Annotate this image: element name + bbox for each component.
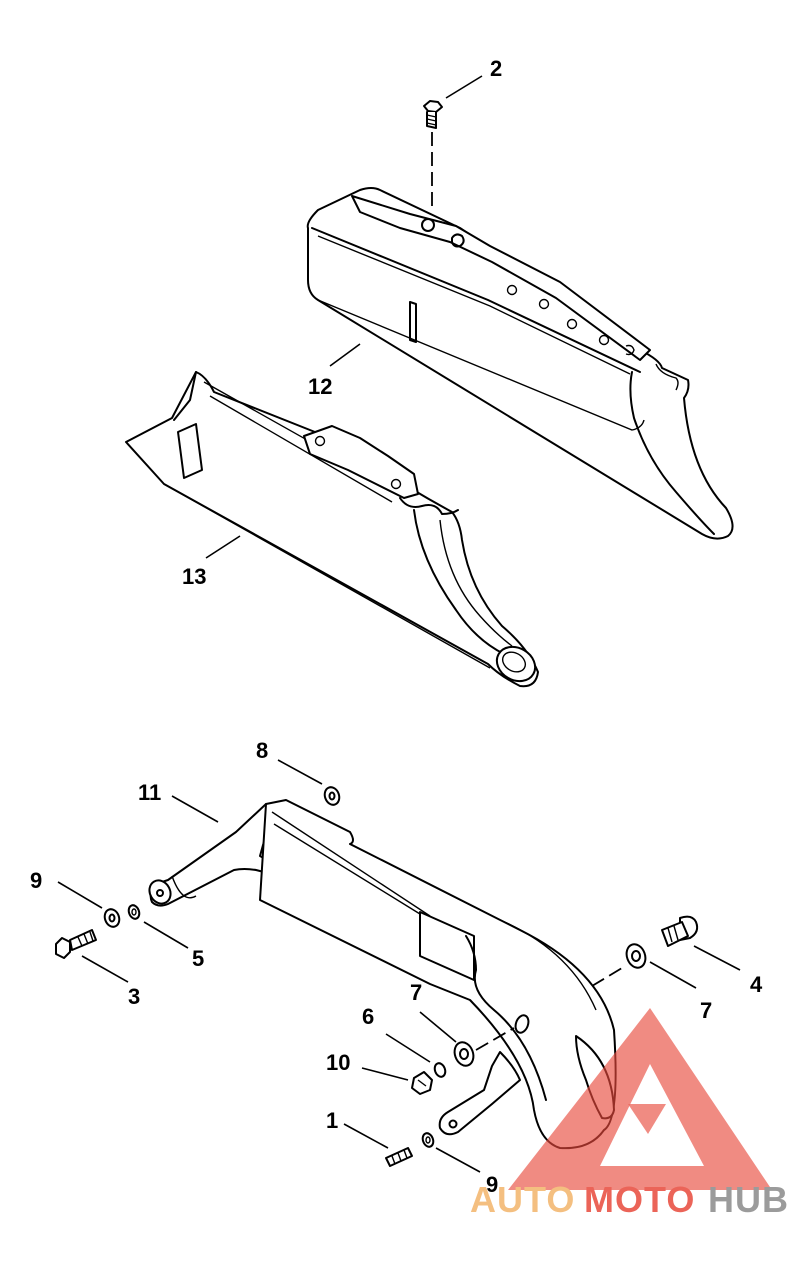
callout-labels: 2 12 13 8 11 9 5 3 4 7 7 6 10 1 9 — [30, 56, 763, 1197]
washer-part-9-bottom — [421, 1132, 435, 1148]
upper-guard-part-12 — [306, 187, 734, 540]
leader-lines — [57, 75, 741, 1173]
callout-6: 6 — [362, 1004, 374, 1029]
washer-part-8 — [323, 786, 341, 806]
washer-part-6 — [433, 1062, 447, 1078]
bolt-part-2 — [423, 100, 443, 212]
automotohub-watermark: AUTO MOTO HUB — [470, 1008, 789, 1220]
callout-3: 3 — [128, 984, 140, 1009]
callout-2: 2 — [490, 56, 502, 81]
callout-13: 13 — [182, 564, 206, 589]
callout-7-left: 7 — [410, 980, 422, 1005]
bolt-part-3 — [55, 929, 97, 959]
washer-part-9-left — [103, 908, 121, 928]
callout-5: 5 — [192, 946, 204, 971]
acorn-nut-part-10 — [411, 1071, 433, 1095]
lower-guard-part-13 — [125, 371, 539, 688]
watermark-text-auto: AUTO — [470, 1179, 575, 1220]
callout-12: 12 — [308, 374, 332, 399]
bracket-part-11 — [148, 799, 617, 1150]
lockwasher-part-5 — [127, 904, 141, 920]
spacer-part-7-left — [453, 1027, 515, 1067]
bolt-part-4 — [661, 915, 699, 947]
watermark-text-moto: MOTO — [584, 1179, 695, 1220]
spacer-part-7-right — [591, 943, 647, 987]
callout-1: 1 — [326, 1108, 338, 1133]
callout-8: 8 — [256, 738, 268, 763]
callout-11: 11 — [138, 780, 161, 805]
callout-7-right: 7 — [700, 998, 712, 1023]
watermark-triangle-logo — [508, 1008, 772, 1190]
callout-10: 10 — [326, 1050, 350, 1075]
screw-part-1 — [385, 1147, 413, 1167]
callout-9-left: 9 — [30, 868, 42, 893]
callout-4: 4 — [750, 972, 763, 997]
callout-9-bottom: 9 — [486, 1172, 498, 1197]
watermark-text-hub: HUB — [708, 1179, 789, 1220]
